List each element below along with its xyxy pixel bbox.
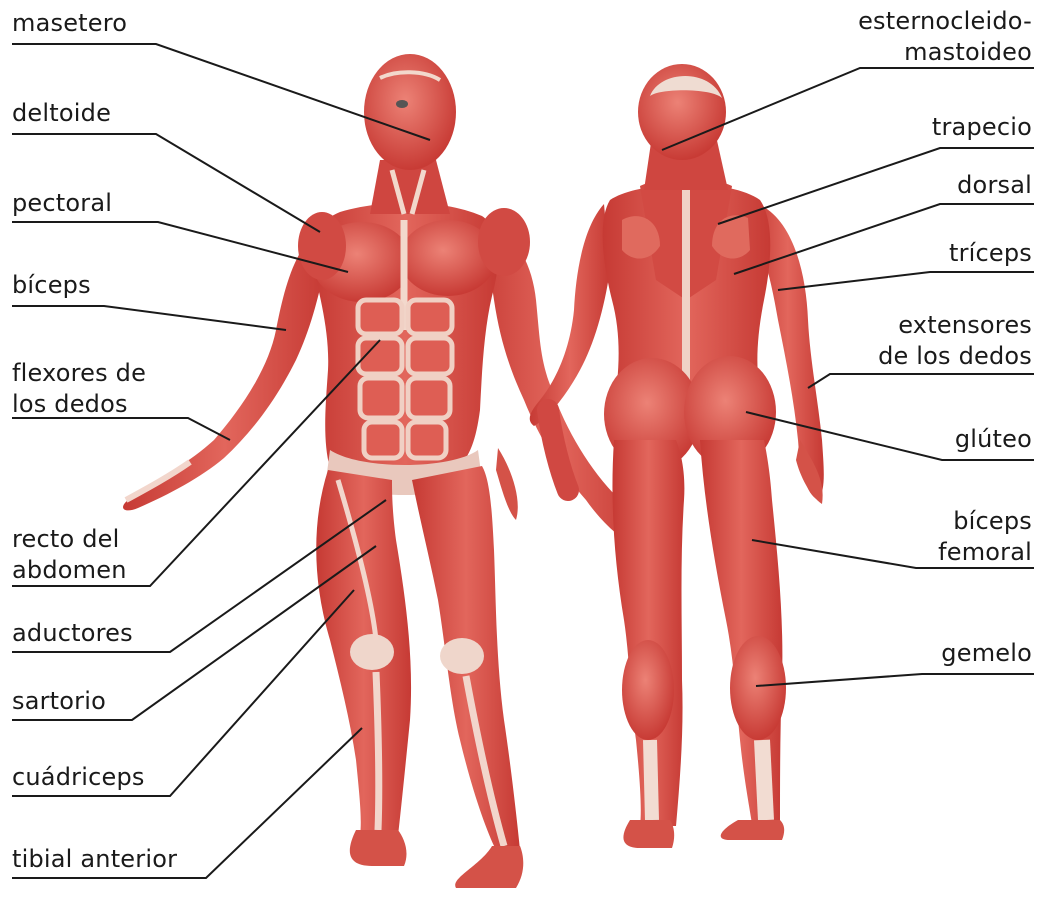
leader-extensores [808,374,1034,388]
front-knee-right [440,638,484,674]
label-extensores-dedos: extensores de los dedos [878,310,1032,372]
label-line: tibial anterior [12,844,177,875]
label-deltoide: deltoide [12,98,111,129]
label-tibial-anterior: tibial anterior [12,844,177,875]
back-achilles-right [762,740,766,820]
leader-lines [12,44,1034,878]
label-flexores-dedos: flexores de los dedos [12,358,146,420]
label-dorsal: dorsal [957,170,1032,201]
label-line: los dedos [12,389,146,420]
label-trapecio: trapecio [932,112,1032,143]
front-left-foot [350,830,407,866]
label-line: extensores [878,310,1032,341]
label-line: bíceps [938,506,1032,537]
label-line: flexores de [12,358,146,389]
label-line: deltoide [12,98,111,129]
label-line: cuádriceps [12,762,145,793]
label-aductores: aductores [12,618,133,649]
label-gemelo: gemelo [941,638,1032,669]
front-right-foot [455,846,523,888]
front-deltoid-right [478,208,530,276]
label-sartorio: sartorio [12,686,106,717]
label-triceps: tríceps [949,238,1032,269]
back-achilles-left [650,740,652,820]
label-line: gemelo [941,638,1032,669]
label-pectoral: pectoral [12,188,112,219]
leader-triceps [778,272,1034,290]
label-line: de los dedos [878,341,1032,372]
back-right-foot [721,820,784,840]
back-gemelo-right [730,636,786,740]
leader-flexores [12,418,230,440]
leader-biceps [12,306,286,330]
label-line: trapecio [932,112,1032,143]
label-line: mastoideo [858,37,1032,68]
label-line: glúteo [955,424,1032,455]
label-recto-abdomen: recto del abdomen [12,524,127,586]
label-line: bíceps [12,270,91,301]
label-line: pectoral [12,188,112,219]
front-right-hand [496,448,518,520]
label-biceps: bíceps [12,270,91,301]
label-masetero: masetero [12,8,127,39]
label-esternocleidomastoideo: esternocleido- mastoideo [858,6,1032,68]
label-biceps-femoral: bíceps femoral [938,506,1032,568]
front-knee-left [350,634,394,670]
label-line: esternocleido- [858,6,1032,37]
label-cuadriceps: cuádriceps [12,762,145,793]
front-left-arm [123,232,326,510]
leader-gemelo [756,674,1034,686]
label-line: femoral [938,537,1032,568]
label-line: sartorio [12,686,106,717]
label-gluteo: glúteo [955,424,1032,455]
front-eye [396,100,408,108]
label-line: dorsal [957,170,1032,201]
label-line: recto del [12,524,127,555]
label-line: abdomen [12,555,127,586]
label-line: tríceps [949,238,1032,269]
label-line: masetero [12,8,127,39]
back-gemelo-left [622,640,674,740]
front-tibia-line [376,672,379,830]
back-left-foot [623,820,674,848]
label-line: aductores [12,618,133,649]
